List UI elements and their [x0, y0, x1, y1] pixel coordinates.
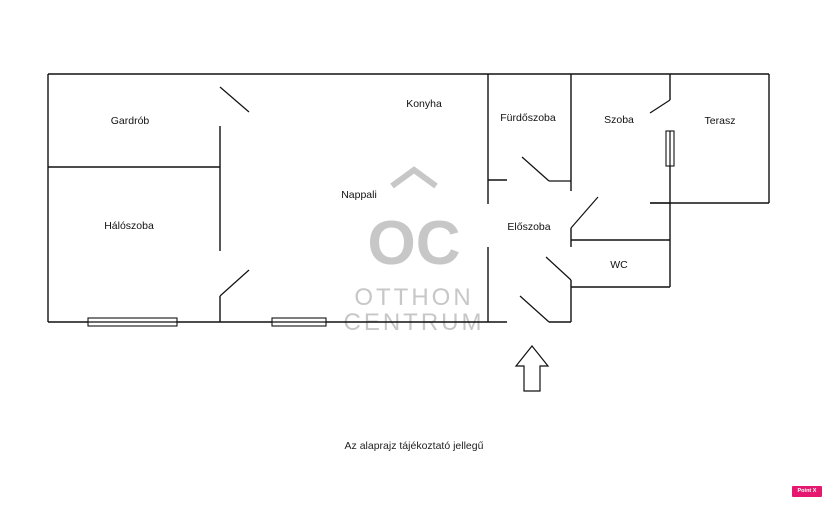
disclaimer-caption: Az alaprajz tájékoztató jellegű [344, 440, 484, 452]
label-wc: WC [610, 259, 628, 271]
room-labels: Gardrób Konyha Fürdőszoba Szoba Terasz N… [104, 98, 735, 271]
label-konyha: Konyha [406, 98, 442, 110]
watermark-monogram: OC [368, 209, 461, 278]
label-gardrob: Gardrób [111, 115, 150, 127]
label-haloszoba: Hálószoba [104, 220, 154, 232]
source-badge: Point X Site [792, 486, 822, 505]
label-nappali: Nappali [341, 189, 377, 201]
door-haloszoba [219, 269, 250, 297]
label-furdoszoba: Fürdőszoba [500, 112, 556, 124]
door-entrance [519, 295, 550, 323]
label-szoba: Szoba [604, 114, 634, 126]
door-szoba-from-hall [570, 196, 599, 229]
label-eloszoba: Előszoba [507, 221, 550, 233]
door-wc [545, 256, 572, 281]
door-gardrob [219, 86, 250, 113]
label-terasz: Terasz [705, 115, 736, 127]
doors [219, 86, 671, 323]
entrance-arrow-icon [514, 345, 550, 392]
door-szoba [649, 99, 671, 114]
windows [87, 130, 675, 327]
watermark-line1: OTTHON [354, 284, 473, 311]
watermark-roof-icon [390, 166, 438, 189]
door-bathroom [521, 156, 550, 182]
